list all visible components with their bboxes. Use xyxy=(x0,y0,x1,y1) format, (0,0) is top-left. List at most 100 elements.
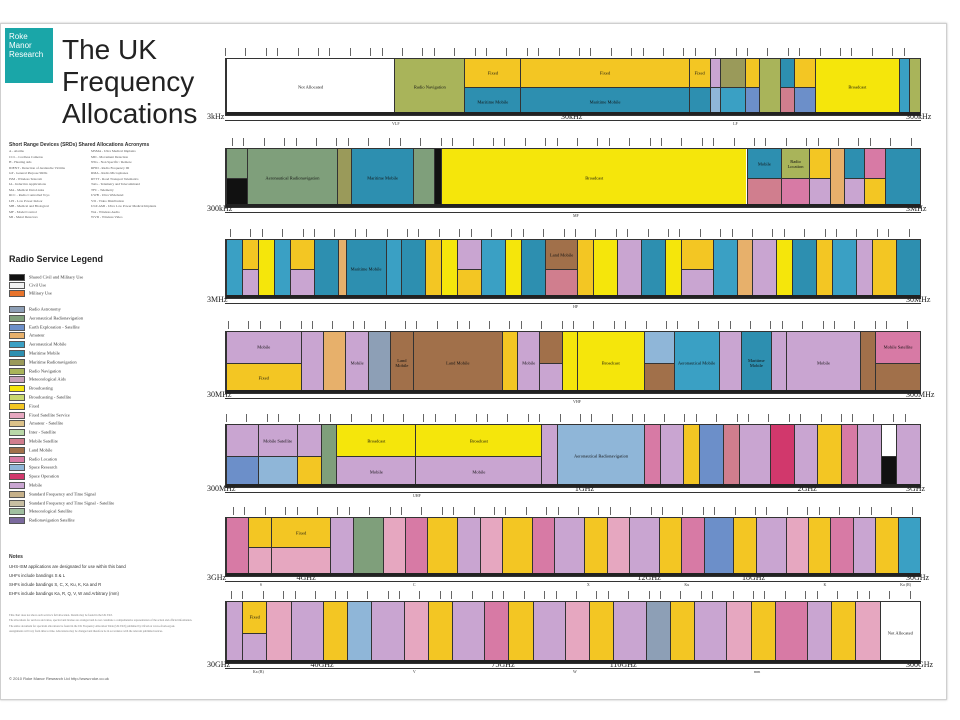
allocation-band xyxy=(726,602,751,663)
frequency-tick xyxy=(261,229,263,237)
allocation-subband xyxy=(881,456,897,487)
legend-item: Space Operation xyxy=(9,473,59,481)
allocation-band xyxy=(770,332,786,393)
frequency-tick xyxy=(334,229,336,237)
legend-swatch xyxy=(9,290,25,297)
frequency-tick xyxy=(314,229,315,237)
allocation-chart-poster: Roke Manor Research The UK Frequency All… xyxy=(0,23,947,700)
legend-swatch xyxy=(9,367,25,375)
allocation-band xyxy=(441,240,458,298)
allocation-band xyxy=(758,59,780,115)
frequency-tick xyxy=(596,591,598,599)
frequency-tick xyxy=(337,507,339,515)
frequency-tick xyxy=(868,591,870,599)
allocation-band xyxy=(703,518,734,576)
frequency-tick xyxy=(285,507,287,515)
frequency-tick xyxy=(523,591,525,599)
frequency-tick xyxy=(679,229,681,237)
frequency-tick xyxy=(366,229,368,237)
frequency-tick xyxy=(772,229,774,237)
logo-line: Manor xyxy=(9,41,32,50)
acronym-item: NSG - Non Specific / Remote xyxy=(91,160,132,164)
frequency-tick xyxy=(852,414,854,422)
allocation-label: Aeronautical Radionavigation xyxy=(265,175,320,181)
allocation-band xyxy=(296,425,321,487)
frequency-tick xyxy=(503,591,505,599)
frequency-tick xyxy=(262,591,264,599)
logo-line: Roke xyxy=(9,32,28,41)
allocation-subband: Mobile xyxy=(337,456,416,487)
frequency-tick xyxy=(755,507,756,515)
frequency-tick xyxy=(487,414,488,422)
frequency-tick xyxy=(838,138,839,146)
frequency-tick xyxy=(492,591,493,599)
frequency-tick xyxy=(684,414,686,422)
legend-label: Civil Use xyxy=(29,282,47,288)
frequency-tick xyxy=(436,321,438,329)
frequency-tick xyxy=(386,229,388,237)
allocation-band xyxy=(875,518,898,576)
allocation-band xyxy=(427,602,452,663)
legend-swatch xyxy=(9,376,25,384)
frequency-tick xyxy=(647,229,649,237)
legend-item: Fixed xyxy=(9,402,39,410)
acronym-item: MSMA - Ultra Medical Implants xyxy=(91,149,136,153)
range-mid-label: 18GHz xyxy=(741,573,766,582)
allocation-band xyxy=(855,602,880,663)
range-mid-label: 2GHz xyxy=(797,484,817,493)
frequency-ticks xyxy=(225,48,921,56)
frequency-tick xyxy=(558,48,560,56)
legend-label: Radio Location xyxy=(29,456,57,462)
legend-label: Radionavigation Satellite xyxy=(29,517,75,523)
legend-swatch xyxy=(9,332,25,340)
allocation-band: Mobile Satellite xyxy=(875,332,920,393)
legend-item: Aeronautical Mobile xyxy=(9,341,66,349)
allocation-label: Broadcast xyxy=(848,84,867,90)
frequency-tick xyxy=(318,48,319,56)
legend-swatch xyxy=(9,508,25,516)
frequency-tick xyxy=(282,229,284,237)
allocation-band xyxy=(681,518,704,576)
acronym-item: RCC - Radio Controlled Toys xyxy=(9,193,50,197)
legend-swatch xyxy=(9,517,25,525)
frequency-tick xyxy=(231,591,232,599)
legend-label: Military Use xyxy=(29,290,52,296)
frequency-tick xyxy=(593,321,595,329)
allocation-band xyxy=(505,240,522,298)
frequency-tick xyxy=(720,229,722,237)
frequency-tick xyxy=(702,507,704,515)
allocation-subband xyxy=(644,362,674,393)
allocation-band xyxy=(564,602,590,663)
frequency-tick xyxy=(910,138,912,146)
frequency-tick xyxy=(683,48,685,56)
allocation-label: Fixed xyxy=(295,530,307,535)
allocation-band xyxy=(680,240,713,298)
frequency-tick xyxy=(906,321,908,329)
legend-label: Land Mobile xyxy=(29,447,53,453)
allocation-band xyxy=(659,425,684,487)
acronym-item: ISM - Wireless Telecom xyxy=(9,176,42,181)
allocation-band xyxy=(382,518,406,576)
allocation-subband xyxy=(865,178,886,207)
frequency-tick xyxy=(233,507,234,515)
legend-swatch xyxy=(9,490,25,498)
range-start-label: 300kHz xyxy=(207,204,233,213)
allocation-subband xyxy=(844,178,865,207)
band-name-label: VHF xyxy=(573,399,582,404)
allocation-band xyxy=(539,332,562,393)
frequency-tick xyxy=(335,591,337,599)
allocation-subband xyxy=(297,456,321,487)
band-name-label: VLF xyxy=(392,121,400,126)
allocation-band: Aeronautical Radionavigation xyxy=(557,425,644,487)
allocation-band xyxy=(779,59,794,115)
frequency-tick xyxy=(369,507,371,515)
frequency-ticks xyxy=(225,229,921,237)
frequency-tick xyxy=(786,507,788,515)
frequency-tick xyxy=(666,321,667,329)
allocation-band xyxy=(645,602,670,663)
frequency-tick xyxy=(441,507,443,515)
allocation-band xyxy=(830,518,853,576)
legend-title: Radio Service Legend xyxy=(9,254,104,264)
